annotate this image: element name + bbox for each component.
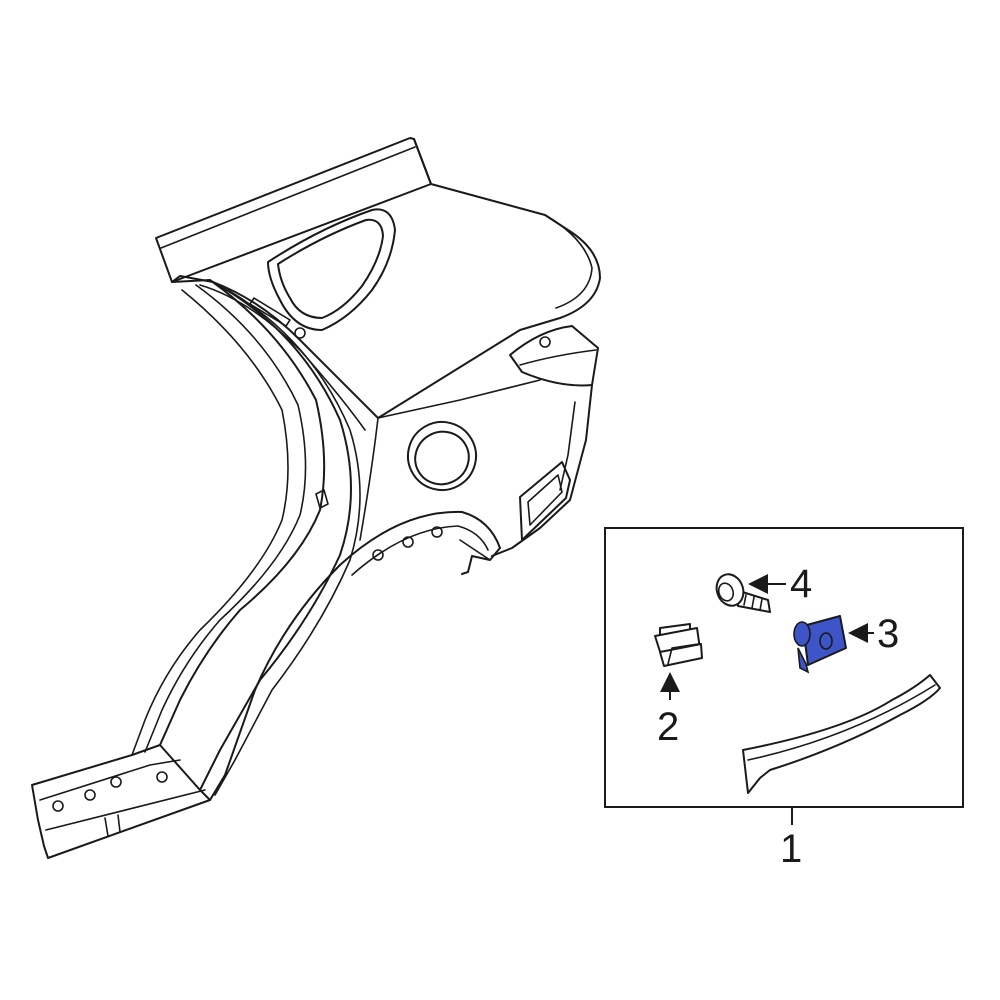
nut-hole bbox=[819, 632, 833, 650]
quarter-panel-drawing bbox=[31, 137, 601, 859]
callout-1: 1 bbox=[780, 827, 802, 871]
part-2-clip bbox=[654, 623, 703, 667]
callout-2: 2 bbox=[657, 705, 679, 749]
nut-body bbox=[802, 615, 847, 666]
callout-4: 4 bbox=[790, 562, 812, 606]
parts-inset-box bbox=[604, 527, 964, 808]
callout-3: 3 bbox=[877, 612, 899, 656]
part-1-molding bbox=[742, 674, 941, 794]
nut-base bbox=[797, 647, 810, 674]
part-3-nut bbox=[793, 615, 847, 674]
nut-collar bbox=[793, 621, 811, 647]
part-4-bolt bbox=[715, 573, 771, 613]
